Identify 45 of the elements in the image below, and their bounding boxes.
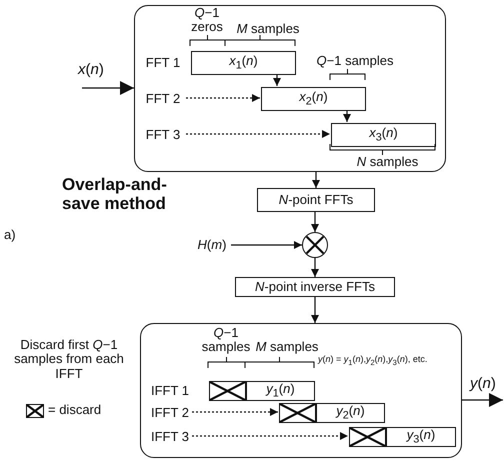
arrow (311, 297, 319, 323)
bracket-label: Q−1 zeros (190, 6, 224, 36)
segment-box: x$_{3}$(n) (331, 123, 436, 147)
bracket-label: M samples (236, 22, 300, 38)
dotted-arrow (192, 432, 348, 440)
input-label: H(m) (193, 237, 231, 253)
arrow (311, 258, 319, 277)
note-text: Discard first Q−1 samples from each IFFT (14, 338, 124, 383)
process-box: N-point FFTs (257, 188, 375, 212)
arrow (231, 241, 302, 249)
segment-box: y$_{2}$(n) (316, 403, 385, 423)
arrow (311, 212, 319, 232)
row-label: FFT 2 (139, 91, 187, 107)
segment-box: x$_{1}$(n) (191, 51, 296, 75)
row-label: IFFT 1 (147, 383, 193, 399)
process-panel (134, 5, 446, 172)
row-label: IFFT 2 (147, 405, 193, 421)
bracket-label: Q−1 samples (316, 54, 394, 70)
discard-box (209, 381, 246, 401)
bracket-label: M samples (254, 340, 320, 356)
panel-letter: a) (4, 228, 17, 244)
arrow (273, 74, 281, 86)
arrow (462, 393, 503, 407)
discard-box (349, 427, 386, 447)
discard-box (279, 403, 316, 423)
segment-box: y$_{3}$(n) (386, 427, 456, 447)
legend-text: = discard (48, 403, 102, 419)
arrow (343, 110, 351, 122)
bracket-label: Q−1 samples (200, 326, 252, 356)
row-label: IFFT 3 (147, 429, 193, 445)
segment-box: x$_{2}$(n) (261, 87, 366, 111)
dotted-arrow (186, 94, 260, 102)
dotted-arrow (192, 408, 278, 416)
arrow (82, 81, 134, 95)
multiplier-symbol (302, 232, 328, 258)
dotted-arrow (186, 130, 330, 138)
segment-box: y$_{1}$(n) (246, 381, 315, 401)
row-label: FFT 3 (139, 127, 187, 143)
arrow (312, 172, 320, 188)
title-text: Overlap-and-save method (62, 176, 168, 215)
bracket-label: N samples (356, 155, 420, 170)
formula-text: y(n) = y$_{1}$(n),y$_{2}$(n),y$_{3}$(n), etc. (318, 355, 428, 367)
process-box: N-point inverse FFTs (235, 277, 395, 297)
process-panel (140, 323, 462, 458)
row-label: FFT 1 (139, 55, 187, 71)
